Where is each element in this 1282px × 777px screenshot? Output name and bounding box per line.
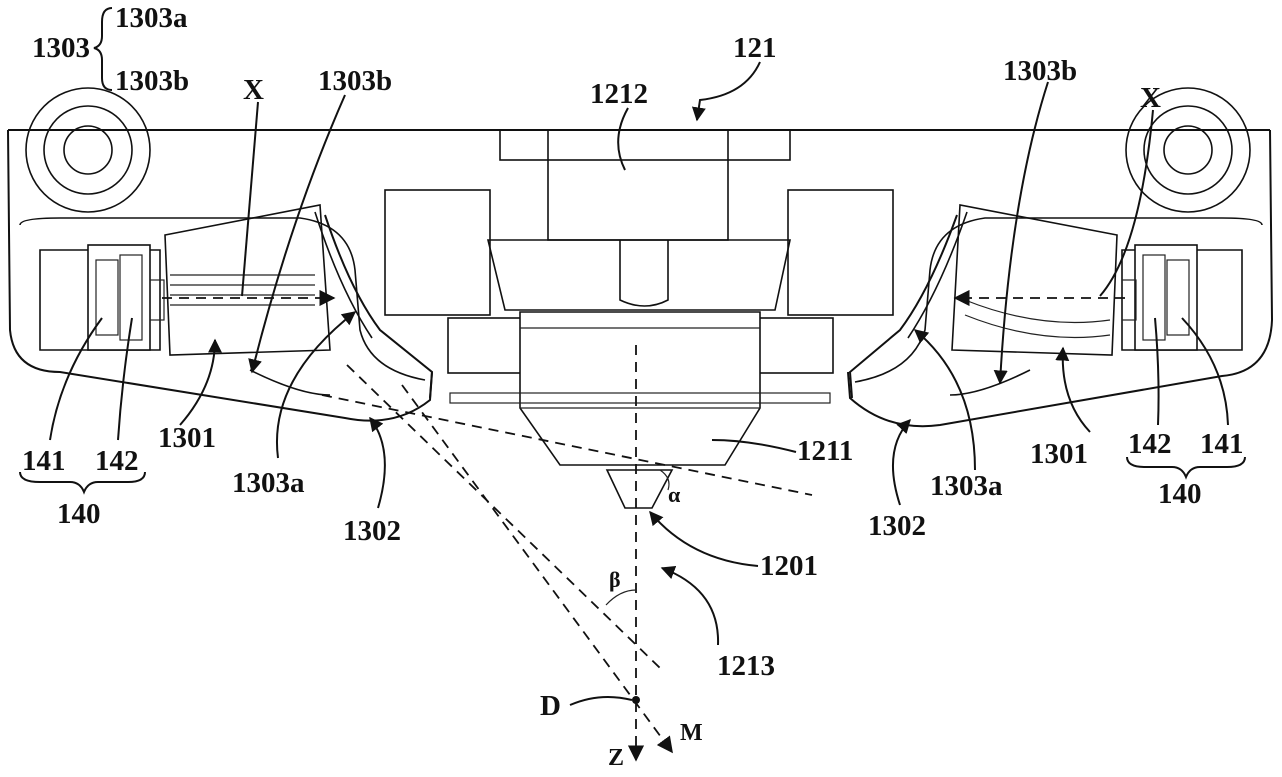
label-142-left: 142 [95,445,139,477]
left-sensor-140 [87,244,165,351]
label-1211: 1211 [797,435,853,467]
label-m: M [680,720,703,746]
label-1303b-left: 1303b [318,65,392,97]
label-beta: β [609,567,621,592]
label-x-left: X [243,74,264,106]
label-x-right: X [1140,82,1161,114]
label-z: Z [608,745,624,771]
label-140-left: 140 [57,498,101,530]
label-1303a-right: 1303a [930,470,1003,502]
label-1303a-top: 1303a [115,2,188,34]
label-1303b-right: 1303b [1003,55,1077,87]
right-deflector-1302 [848,214,958,399]
label-1302-left: 1302 [343,515,401,547]
label-142-right: 142 [1128,428,1172,460]
right-wheel [1125,87,1251,213]
device-housing [7,87,1274,509]
label-141-left: 141 [22,445,66,477]
label-d: D [540,690,561,722]
label-1301-left: 1301 [158,422,216,454]
point-d [632,696,640,704]
label-1303: 1303 [32,32,90,64]
label-141-right: 141 [1200,428,1244,460]
labels: 1303 1303a 1303b X 1303b 121 1212 1303b … [22,2,1244,771]
label-1303a-left: 1303a [232,467,305,499]
optical-paths [162,289,1125,762]
left-wheel [25,87,151,213]
label-121: 121 [733,32,777,64]
left-deflector-1302 [324,214,434,399]
label-140-right: 140 [1158,478,1202,510]
label-alpha: α [668,482,681,507]
leader-lines [19,7,1246,706]
label-1302-right: 1302 [868,510,926,542]
center-assembly [384,129,894,509]
label-1303b-top: 1303b [115,65,189,97]
label-1201: 1201 [760,550,818,582]
label-1213: 1213 [717,650,775,682]
label-1301-right: 1301 [1030,438,1088,470]
label-1212: 1212 [590,78,648,110]
right-sensor-140 [1121,244,1198,351]
